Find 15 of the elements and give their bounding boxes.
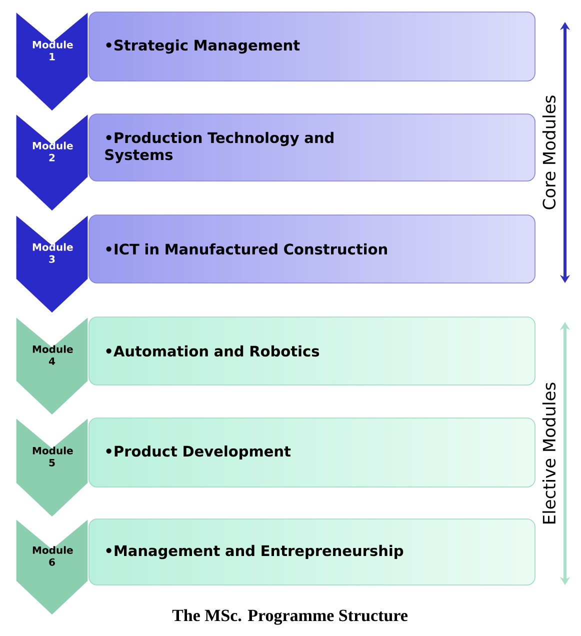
module-tab: Module 4 xyxy=(16,316,88,416)
module-box: •ICT in Manufactured Construction xyxy=(88,214,536,284)
module-box: •Strategic Management xyxy=(88,12,536,82)
caption: The MSc. Programme Structure xyxy=(172,609,408,625)
module-tab: Module 6 xyxy=(16,518,88,616)
group-label: Elective Modules xyxy=(542,382,556,524)
module-box: •Automation and Robotics xyxy=(88,316,536,386)
module-box: •Management and Entrepreneurship xyxy=(88,518,536,586)
module-box: •Production Technology and Systems xyxy=(88,114,536,182)
module-tab: Module 1 xyxy=(16,11,88,112)
group-label: Core Modules xyxy=(542,96,556,210)
module-box: •Product Development xyxy=(88,418,536,488)
module-tab: Module 2 xyxy=(16,113,88,212)
module-tab: Module 3 xyxy=(16,214,88,314)
module-tab: Module 5 xyxy=(16,417,88,518)
